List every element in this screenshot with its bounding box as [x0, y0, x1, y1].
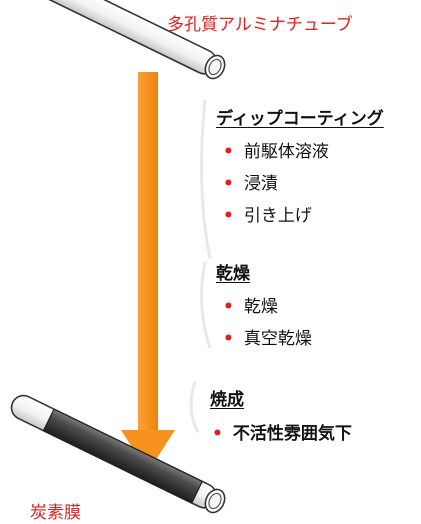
step-heading-drying: 乾燥: [216, 264, 250, 284]
top-tube-icon: [10, 0, 226, 80]
list-item: • 真空乾燥: [223, 324, 312, 349]
list-item: • 引き上げ: [223, 201, 312, 226]
list-item: • 不活性雰囲気下: [212, 419, 352, 444]
list-item: • 浸漬: [223, 169, 278, 194]
bullet-dot-icon: •: [223, 206, 234, 226]
list-item-label: 乾燥: [243, 297, 278, 317]
bullet-dot-icon: •: [212, 424, 223, 444]
bullet-dot-icon: •: [223, 142, 234, 162]
list-item: • 前駆体溶液: [223, 137, 329, 162]
process-arrow: [121, 72, 175, 472]
list-item-label: 引き上げ: [243, 206, 312, 226]
top-material-label: 多孔質アルミナチューブ: [167, 15, 353, 35]
list-item-label: 前駆体溶液: [243, 142, 329, 162]
list-item: • 乾燥: [223, 292, 278, 317]
bottom-tube-icon: [10, 394, 226, 514]
bullet-dot-icon: •: [223, 329, 234, 349]
step-bracket-shadow: [189, 99, 212, 433]
bullet-dot-icon: •: [223, 174, 234, 194]
step-heading-dip-coating: ディップコーティング: [216, 109, 384, 129]
step-heading-firing: 焼成: [210, 390, 244, 410]
list-item-label: 真空乾燥: [243, 329, 312, 349]
list-item-label: 不活性雰囲気下: [232, 424, 352, 444]
list-item-label: 浸漬: [243, 174, 278, 194]
bottom-material-label: 炭素膜: [30, 503, 81, 523]
bullet-dot-icon: •: [223, 297, 234, 317]
